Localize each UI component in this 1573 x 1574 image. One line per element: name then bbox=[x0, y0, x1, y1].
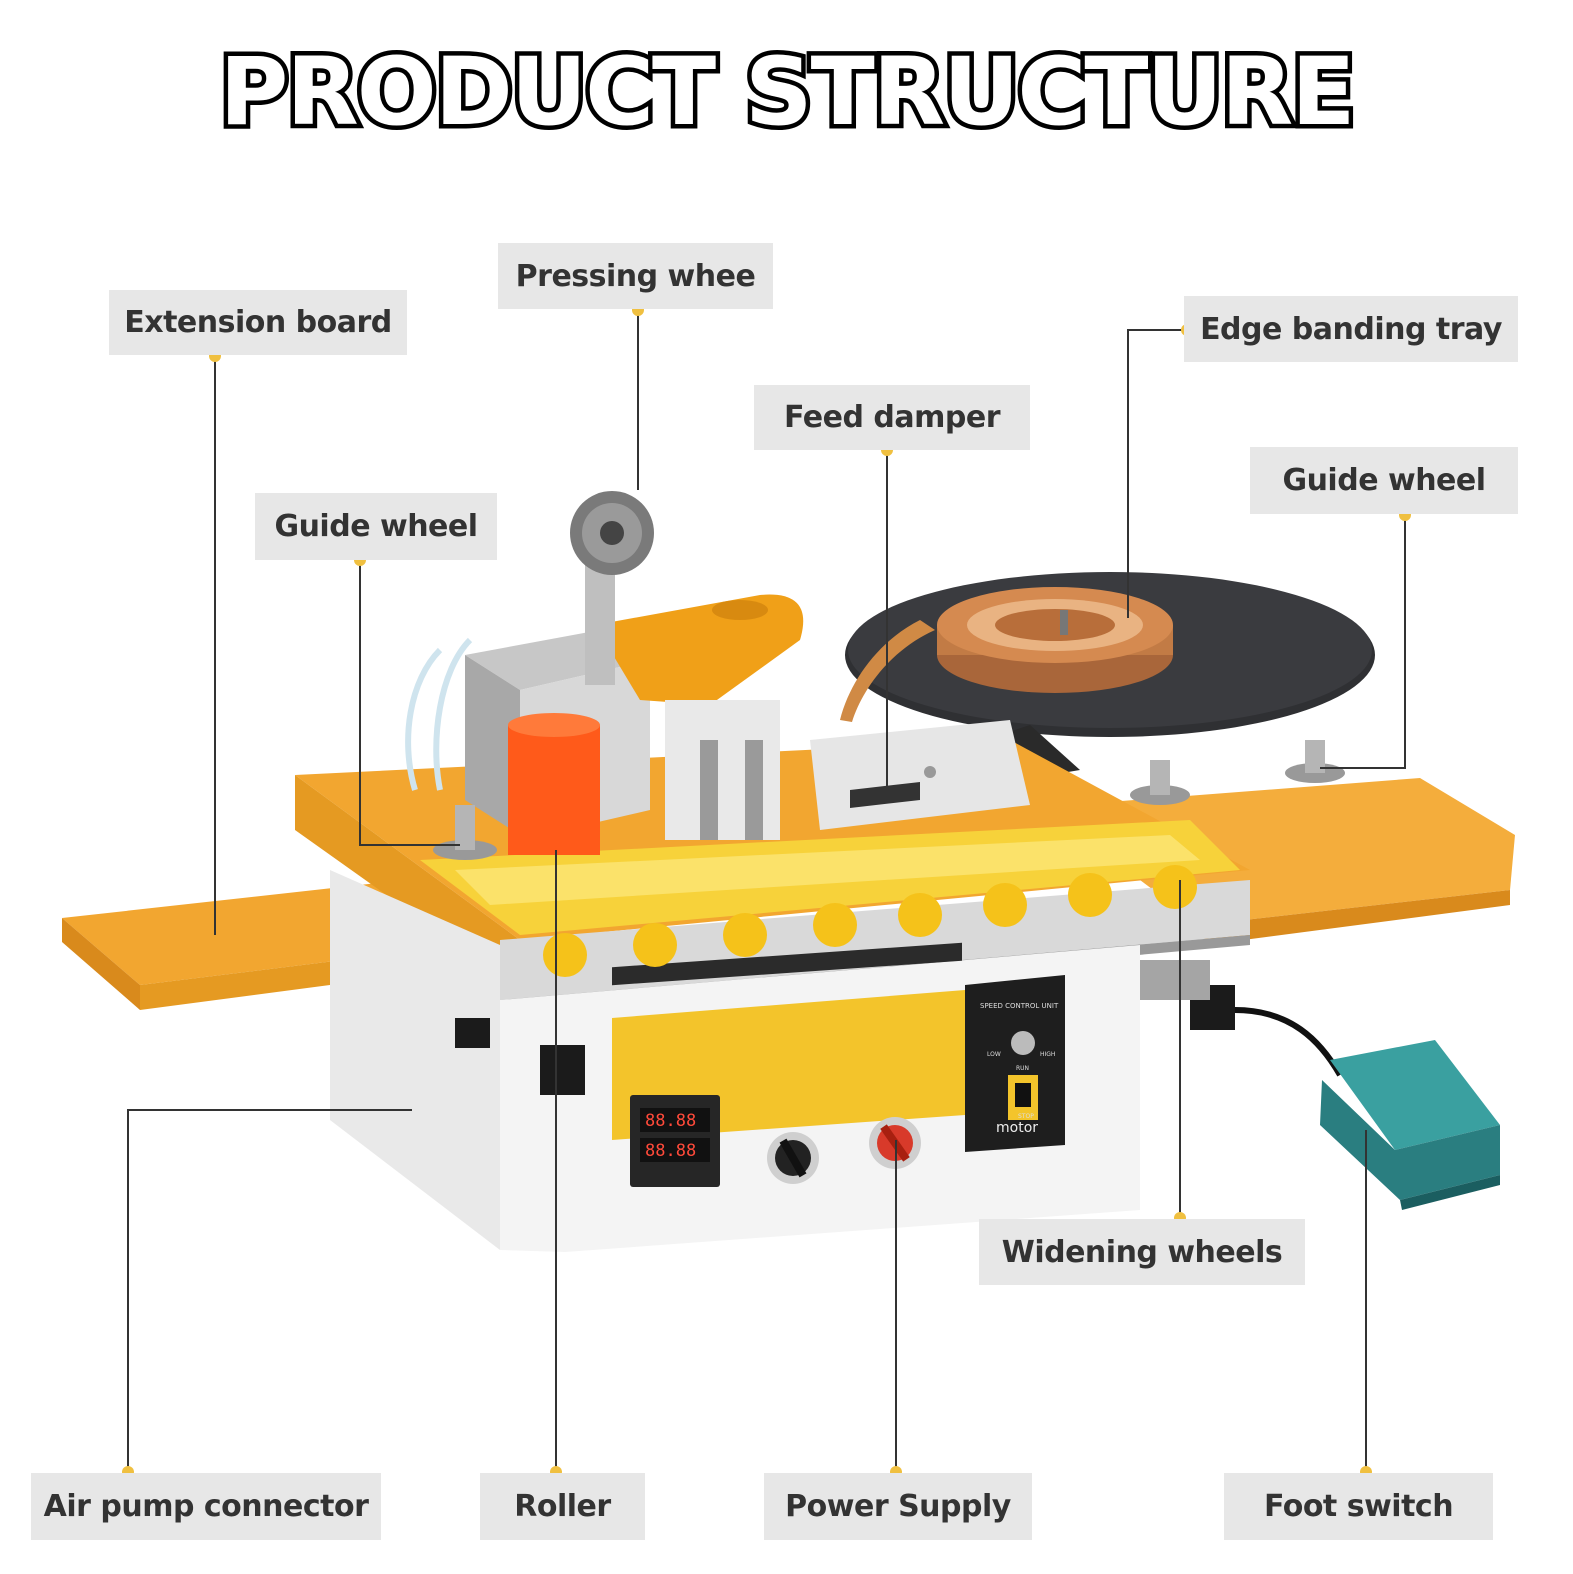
display-top-text: 88.88 bbox=[645, 1111, 696, 1131]
leader-lines bbox=[127, 310, 1406, 1472]
display-bottom-text: 88.88 bbox=[645, 1141, 696, 1161]
label-foot-switch: Foot switch bbox=[1224, 1473, 1493, 1540]
glue-head-graphic bbox=[405, 491, 804, 855]
feed-damper-graphic bbox=[810, 720, 1030, 830]
guide-wheels-graphic bbox=[433, 740, 1345, 860]
label-feed-damper: Feed damper bbox=[754, 385, 1030, 450]
motor-text: motor bbox=[996, 1120, 1038, 1136]
label-guide-wheel-left: Guide wheel bbox=[255, 493, 497, 560]
label-guide-wheel-right: Guide wheel bbox=[1250, 447, 1518, 514]
speed-unit-text: SPEED CONTROL UNIT bbox=[980, 1002, 1059, 1010]
edge-banding-tray-graphic bbox=[840, 572, 1375, 775]
label-roller: Roller bbox=[480, 1473, 645, 1540]
label-air-pump-connector: Air pump connector bbox=[31, 1473, 381, 1540]
foot-switch-graphic bbox=[1234, 1007, 1500, 1210]
stop-text: STOP bbox=[1018, 1113, 1034, 1120]
label-pressing-wheel: Pressing whee bbox=[498, 243, 773, 309]
brackets-graphic bbox=[455, 960, 1235, 1095]
low-text: LOW bbox=[987, 1051, 1001, 1058]
label-widening-wheels: Widening wheels bbox=[979, 1219, 1305, 1285]
page-title: PRODUCT STRUCTURE bbox=[215, 34, 1360, 152]
label-edge-banding-tray: Edge banding tray bbox=[1184, 296, 1518, 362]
machine-base-graphic bbox=[330, 870, 1140, 1252]
label-power-supply: Power Supply bbox=[764, 1473, 1032, 1540]
run-text: RUN bbox=[1016, 1065, 1029, 1072]
label-extension-board: Extension board bbox=[109, 290, 407, 355]
high-text: HIGH bbox=[1040, 1051, 1055, 1058]
widening-wheels-graphic bbox=[543, 865, 1197, 977]
